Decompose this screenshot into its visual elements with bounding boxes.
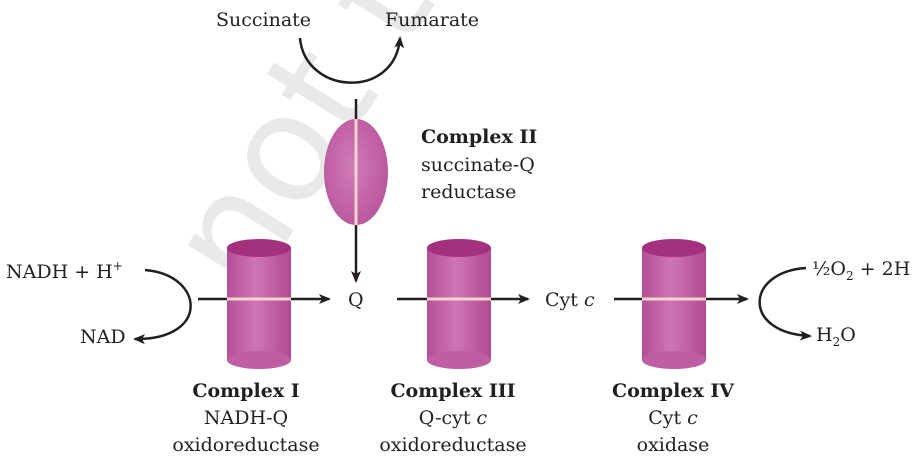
succinate-label: Succinate xyxy=(216,9,311,31)
complex2-title: Complex II xyxy=(421,126,537,148)
nadh-label: NADH + H+ xyxy=(6,259,123,283)
nad-label: NAD xyxy=(80,326,126,348)
complex4-line2: oxidase xyxy=(637,434,710,456)
complex1-line2: oxidoreductase xyxy=(172,434,319,456)
complex4-line1: Cyt c xyxy=(648,407,698,429)
complex3-cylinder xyxy=(427,239,491,369)
complex2-line1: succinate-Q xyxy=(421,154,535,176)
cytc-label: Cyt c xyxy=(545,289,595,311)
complex1-line1: NADH-Q xyxy=(204,407,288,429)
q-label: Q xyxy=(348,289,364,311)
complex3-line1: Q-cyt c xyxy=(419,407,488,429)
water-label: H2O xyxy=(816,324,856,349)
complex1-title: Complex I xyxy=(192,380,299,402)
fumarate-label: Fumarate xyxy=(385,9,479,31)
oxygen-loop xyxy=(758,266,812,341)
succinate-fumarate-loop xyxy=(298,36,405,84)
complex3-title: Complex III xyxy=(390,380,515,402)
complex1-cylinder xyxy=(227,239,291,369)
half-oxygen-label: ½O2 + 2H xyxy=(812,258,910,283)
complex2-line2: reductase xyxy=(421,181,516,203)
nadh-loop xyxy=(133,268,192,345)
complex4-title: Complex IV xyxy=(612,380,735,402)
complex4-cylinder xyxy=(642,239,706,369)
complex3-line2: oxidoreductase xyxy=(379,434,526,456)
